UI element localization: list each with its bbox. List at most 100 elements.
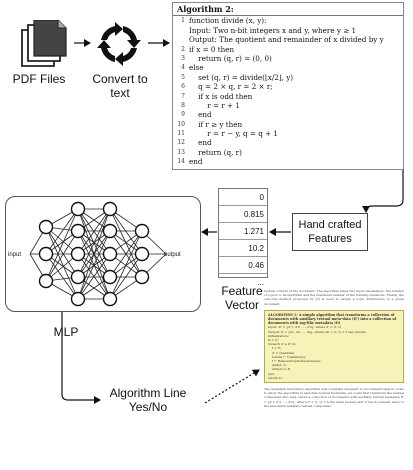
paper-algorithm-line: end — [268, 371, 274, 376]
feature-vector-cell: 0.815 — [219, 206, 267, 223]
algorithm-line-number: 8 — [181, 101, 185, 109]
algorithm-line-text: if x is odd then — [189, 91, 253, 101]
algorithm-line-number: 14 — [177, 158, 185, 166]
algorithm-line-text: end — [189, 138, 212, 148]
algorithm-line-number: 4 — [181, 64, 185, 72]
paper-algorithm-line: tokens ← Tokenize(v); — [268, 354, 306, 359]
paper-paragraph-bottom: The metadata annotation algorithm was or… — [264, 387, 404, 408]
mlp-connection — [45, 226, 79, 300]
algorithm-line: 5 set (q, r) = divide(⌊x/2⌋, y) — [173, 73, 403, 82]
mlp-connection — [45, 208, 79, 255]
algorithm-line-text: q = 2 × q, r = 2 × r; — [189, 82, 273, 92]
algorithm-line-number: 12 — [177, 139, 185, 147]
algorithm-line: 12 end — [173, 138, 403, 147]
mlp-connection — [109, 230, 143, 300]
algorithm-line: 10 if r ≥ y then — [173, 120, 403, 129]
paper-algorithm-box: ALGORITHM 1: A simple algorithm that tra… — [264, 309, 404, 384]
algorithm-line: 4 else — [173, 63, 403, 72]
mlp-network-box — [5, 196, 201, 312]
mlp-neuron — [134, 246, 150, 262]
mlp-neuron — [102, 201, 118, 217]
paper-algorithm-line: Add(d) to D — [268, 367, 291, 372]
mlp-neuron — [102, 246, 118, 262]
mlp-connection — [45, 226, 79, 278]
arrow-result-to-paper — [204, 369, 260, 404]
algorithm-title: Algorithm 2: — [173, 3, 403, 17]
feature-vector-label: Feature Vector — [221, 284, 263, 312]
mlp-network-graphic — [29, 201, 167, 307]
algorithm-line: 9 end — [173, 110, 403, 119]
mlp-neuron — [70, 246, 86, 262]
algorithm-line-text: r = r − y, q = q + 1 — [189, 129, 278, 139]
algorithm-line-number: 2 — [181, 45, 185, 53]
mlp-neuron — [38, 219, 54, 235]
algorithm-line-number: 10 — [177, 120, 185, 128]
algorithm-line: 3 return (q, r) = (0, 0) — [173, 54, 403, 63]
algorithm-line-number: 11 — [177, 130, 185, 138]
paper-snippet: textual content of the document. The alg… — [264, 289, 404, 467]
mlp-neuron — [134, 269, 150, 285]
mlp-connection — [109, 208, 143, 278]
mlp-neuron — [134, 223, 150, 239]
mlp-connection — [109, 230, 143, 278]
paper-algorithm-line: foreach d' ∈ D' do — [268, 342, 297, 347]
mlp-label: MLP — [53, 325, 79, 339]
algorithm-line-text: function divide (x, y): — [189, 16, 267, 26]
algorithm-line-text: else — [189, 63, 204, 73]
paper-algorithm-line: return D ; — [268, 375, 284, 380]
paper-algorithm-title: ALGORITHM 1: A simple algorithm that tra… — [268, 312, 397, 326]
algorithm-line-text: return (q, r) — [189, 147, 242, 157]
convert-refresh-icon — [97, 22, 141, 66]
algorithm-line-number: 3 — [181, 54, 185, 62]
arrow-mlp-to-result — [61, 312, 101, 404]
mlp-neuron — [38, 273, 54, 289]
paper-algorithm-lines: Input: D' = {d'1, d'2, ..., d'n}, where … — [268, 325, 400, 380]
pdf-files-icon — [21, 20, 67, 67]
algorithm-line-number: 6 — [181, 83, 185, 91]
mlp-neuron — [70, 201, 86, 217]
paper-algorithm-line: f = ∅; — [268, 346, 282, 351]
mlp-neuron — [38, 246, 54, 262]
algorithm-line: 11 r = r − y, q = q + 1 — [173, 129, 403, 138]
feature-vector-cell: 0.46 — [219, 257, 267, 274]
mlp-connection — [77, 208, 111, 300]
feature-vector-cell: ... — [257, 278, 264, 287]
mlp-neuron — [70, 269, 86, 285]
algorithm-line-text: Input: Two n-bit integers x and y, where… — [189, 25, 357, 35]
mlp-neuron — [70, 291, 86, 307]
mlp-connection — [45, 253, 79, 300]
convert-to-text-label: Convert to text — [92, 72, 148, 100]
feature-vector-cell: 10.2 — [219, 240, 267, 257]
algorithm-line-text: if r ≥ y then — [189, 119, 243, 129]
mlp-connection — [77, 208, 111, 255]
mlp-output-label: output — [164, 252, 181, 258]
mlp-connection — [45, 208, 79, 282]
paper-algorithm-line: initialization; — [268, 333, 289, 338]
mlp-input-label: input — [8, 252, 22, 258]
paper-algorithm-line: Input: D' = {d'1, d'2, ..., d'n}, where … — [268, 325, 342, 330]
mlp-connection — [109, 208, 143, 255]
mlp-neuron — [102, 269, 118, 285]
mlp-connection — [77, 208, 111, 278]
algorithm-line: 8 r = r + 1 — [173, 101, 403, 110]
paper-paragraph-top: textual content of the document. The alg… — [264, 289, 404, 306]
mlp-connection — [77, 253, 111, 300]
mlp-connection — [77, 230, 111, 300]
pdf-files-label: PDF Files — [12, 72, 66, 86]
algorithm-line-number: 13 — [177, 148, 185, 156]
algorithm-line: 7 if x is odd then — [173, 92, 403, 101]
mlp-connection — [109, 253, 143, 300]
algorithm-line-text: set (q, r) = divide(⌊x/2⌋, y) — [189, 72, 294, 82]
hand-crafted-features-label: Hand crafted Features — [298, 219, 362, 245]
algorithm-line-number: 9 — [181, 111, 185, 119]
paper-algorithm-line: D = ∅; — [268, 338, 279, 343]
algorithm-line: Input: Two n-bit integers x and y, where… — [173, 26, 403, 35]
mlp-neuron — [102, 291, 118, 307]
algorithm-line-label: Algorithm Line Yes/No — [109, 386, 187, 414]
